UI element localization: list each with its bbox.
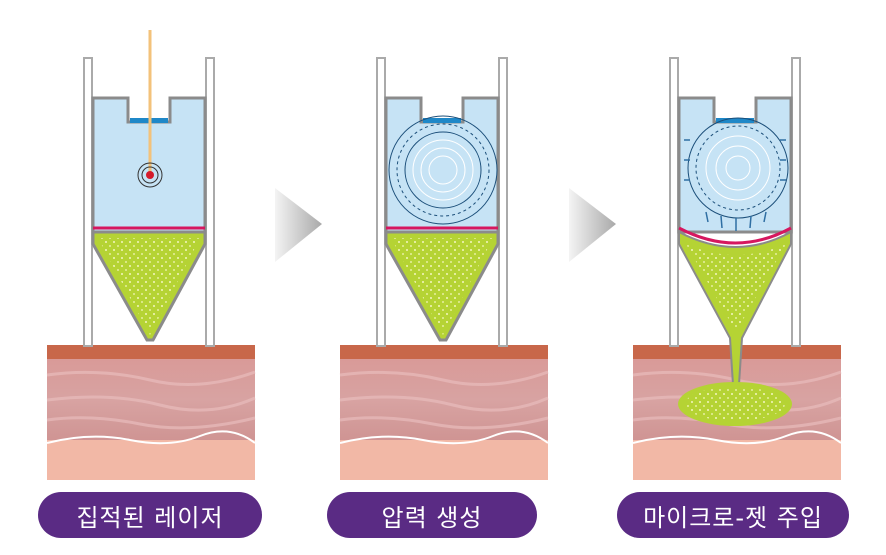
chevron-right-arrow-icon bbox=[275, 188, 322, 262]
step-label-focused-laser: 집적된 레이저 bbox=[38, 492, 262, 538]
laser-focus-point bbox=[146, 171, 154, 179]
chevron-right-arrow-icon bbox=[569, 188, 616, 262]
panel-focused-laser bbox=[45, 30, 257, 482]
step-label-micro-jet-injection: 마이크로-젯 주입 bbox=[617, 492, 849, 538]
panel-micro-jet-injection bbox=[631, 56, 843, 482]
step-label-pressure-generation: 압력 생성 bbox=[327, 492, 537, 538]
panel-pressure-generation bbox=[338, 56, 550, 482]
